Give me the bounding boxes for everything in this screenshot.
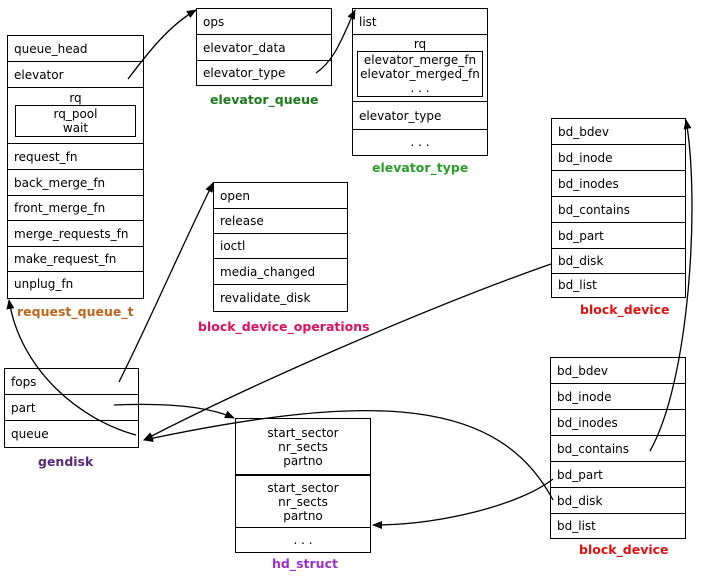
elevator-type-title: elevator_type: [372, 160, 469, 175]
field-bd-disk: bd_disk: [552, 249, 685, 274]
field-bd-inodes: bd_inodes: [551, 410, 685, 436]
block-device-operations-title: block_device_operations: [198, 319, 370, 334]
field-ops: ops: [197, 9, 331, 35]
field-elevator-merged-fn: elevator_merged_fn: [360, 66, 480, 81]
arrow-bd-part-to-hd-struct: [372, 478, 554, 529]
field-elevator-data: elevator_data: [197, 35, 331, 61]
field-request-fn: request_fn: [8, 144, 143, 170]
field-revalidate-disk: revalidate_disk: [220, 290, 311, 305]
field-start-sector: start_sector: [267, 480, 339, 495]
block-device-operations-struct: open release ioctl media_changed revalid…: [213, 182, 348, 312]
field-fops: fops: [5, 369, 138, 395]
field-nr-sects: nr_sects: [278, 439, 328, 454]
field-open: open: [214, 183, 347, 209]
field-unplug-fn: unplug_fn: [14, 276, 74, 291]
field-release: release: [214, 209, 347, 234]
field-part: part: [5, 395, 138, 421]
field-bd-list: bd_list: [557, 518, 596, 533]
request-queue-title: request_queue_t: [17, 304, 134, 319]
field-front-merge-fn: front_merge_fn: [8, 196, 143, 221]
field-partno: partno: [283, 508, 323, 523]
field-bd-contains: bd_contains: [552, 197, 685, 223]
field-merge-requests-fn: merge_requests_fn: [8, 221, 143, 247]
field-queue-head: queue_head: [8, 36, 143, 62]
field-make-request-fn: make_request_fn: [8, 247, 143, 272]
rq-inner-box: elevator_merge_fn elevator_merged_fn . .…: [357, 50, 483, 97]
field-rq: rq rq_pool wait: [8, 88, 143, 144]
block-device-title-1: block_device: [580, 302, 670, 317]
hd-struct-title: hd_struct: [272, 556, 338, 571]
block-device-title-2: block_device: [579, 542, 669, 557]
rq-label: rq: [413, 36, 427, 51]
ellipsis: . . .: [410, 80, 430, 95]
hd-entry: start_sector nr_sects partno: [236, 419, 370, 475]
field-bd-inode: bd_inode: [552, 145, 685, 171]
field-bd-bdev: bd_bdev: [551, 358, 685, 384]
field-elevator-merge-fn: elevator_merge_fn: [363, 52, 477, 67]
field-ioctl: ioctl: [214, 234, 347, 259]
request-queue-struct: queue_head elevator rq rq_pool wait requ…: [7, 35, 144, 299]
field-bd-bdev: bd_bdev: [552, 119, 685, 145]
hd-entry: start_sector nr_sects partno: [236, 475, 370, 528]
field-rq-pool: rq_pool: [53, 107, 98, 121]
field-bd-list: bd_list: [558, 278, 597, 292]
field-elevator-type: elevator_type: [353, 102, 487, 130]
field-bd-disk: bd_disk: [551, 488, 685, 514]
field-elevator: elevator: [8, 62, 143, 88]
field-bd-inodes: bd_inodes: [552, 171, 685, 197]
field-bd-part: bd_part: [552, 223, 685, 249]
field-rq: rq elevator_merge_fn elevator_merged_fn …: [353, 35, 487, 102]
block-device-struct-1: bd_bdev bd_inode bd_inodes bd_contains b…: [551, 118, 686, 298]
ellipsis-row: . . .: [410, 135, 430, 149]
hd-struct: start_sector nr_sects partno start_secto…: [235, 418, 371, 553]
elevator-type-struct: list rq elevator_merge_fn elevator_merge…: [352, 8, 488, 156]
block-device-struct-2: bd_bdev bd_inode bd_inodes bd_contains b…: [550, 357, 686, 539]
gendisk-struct: fops part queue: [4, 368, 139, 448]
field-elevator-type: elevator_type: [203, 65, 286, 80]
field-partno: partno: [283, 453, 323, 468]
field-back-merge-fn: back_merge_fn: [8, 170, 143, 196]
field-bd-contains: bd_contains: [551, 436, 685, 462]
rq-inner-box: rq_pool wait: [15, 105, 136, 137]
field-queue: queue: [11, 426, 49, 441]
field-start-sector: start_sector: [267, 425, 339, 440]
elevator-queue-title: elevator_queue: [210, 92, 319, 107]
field-bd-inode: bd_inode: [551, 384, 685, 410]
field-media-changed: media_changed: [214, 259, 347, 285]
field-bd-part: bd_part: [551, 462, 685, 488]
gendisk-title: gendisk: [38, 454, 94, 469]
field-nr-sects: nr_sects: [278, 494, 328, 509]
ellipsis-row: . . .: [293, 532, 313, 547]
rq-label: rq: [69, 91, 82, 105]
elevator-queue-struct: ops elevator_data elevator_type: [196, 8, 332, 86]
field-list: list: [353, 9, 487, 35]
field-wait: wait: [62, 121, 89, 135]
